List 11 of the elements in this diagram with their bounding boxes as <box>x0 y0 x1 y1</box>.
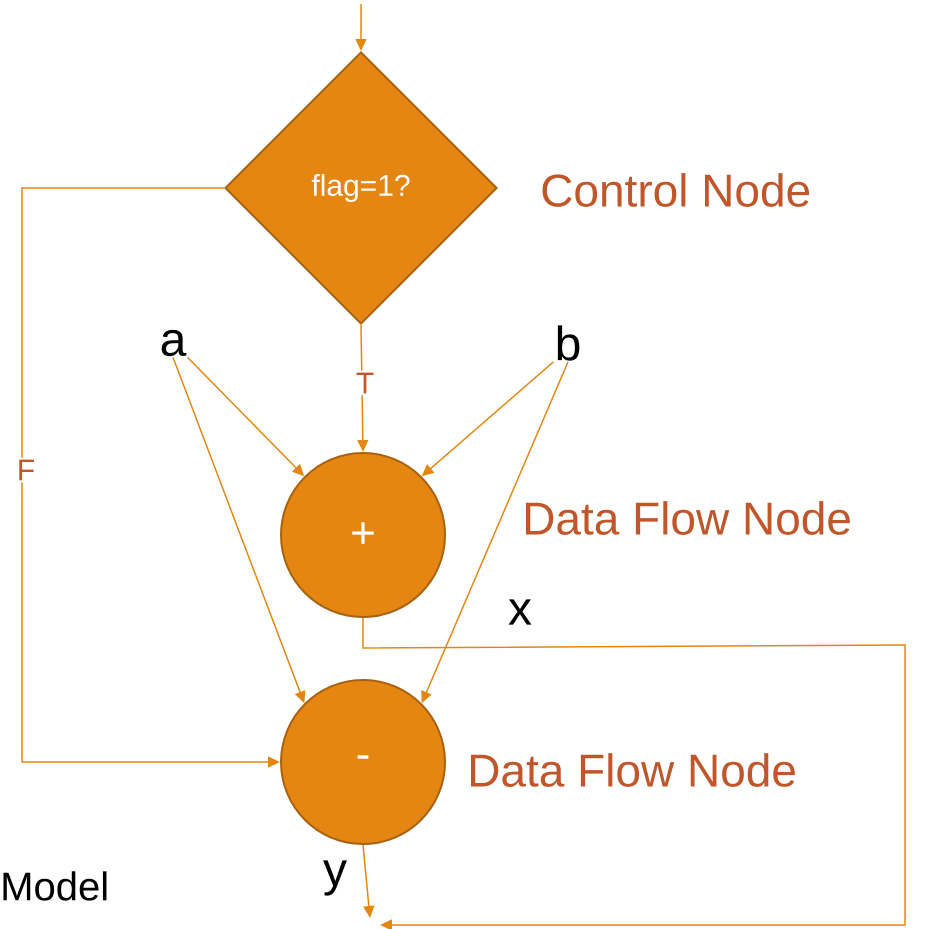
node-caption: Data Flow Node <box>470 753 795 787</box>
edge-label: x <box>506 597 534 627</box>
edge-label: y <box>321 858 349 898</box>
node-caption: Data Flow Node <box>526 501 850 535</box>
arrow <box>362 618 906 929</box>
edge-label: T <box>354 370 376 396</box>
input-label: b <box>558 325 580 361</box>
edge-label: F <box>14 458 38 482</box>
caption-text: Model <box>3 871 106 901</box>
node-caption: Control Node <box>542 173 810 207</box>
input-label: a <box>162 330 186 356</box>
